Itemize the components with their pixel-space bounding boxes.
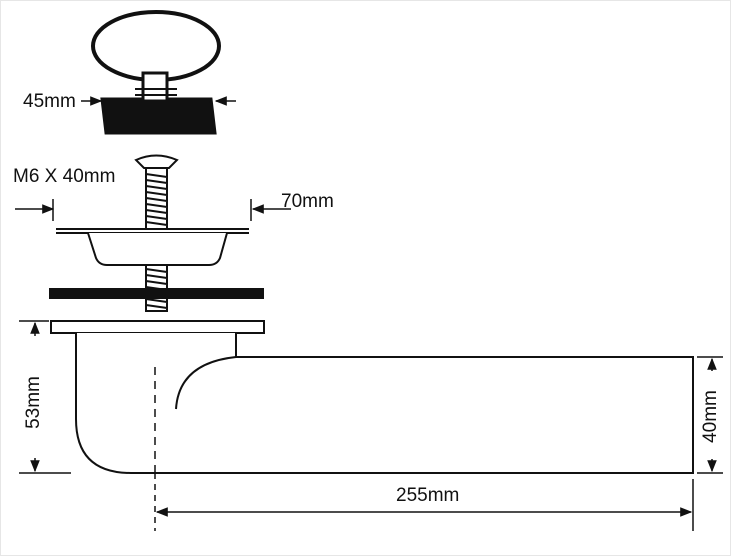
outlet-curve <box>175 356 237 410</box>
flange-dimension <box>15 199 291 221</box>
plug-stem-pin <box>135 88 177 96</box>
plug-assembly <box>91 10 221 135</box>
plug-ring <box>91 10 221 82</box>
grate-flange <box>56 228 249 266</box>
rubber-washer <box>49 288 264 299</box>
plug-stem <box>141 71 169 103</box>
waste-body <box>75 333 694 474</box>
height-label: 53mm <box>22 376 44 429</box>
outlet-length-label: 255mm <box>396 485 460 506</box>
bolt-size-label: M6 X 40mm <box>13 166 116 187</box>
bolt-thread-lower <box>145 262 168 312</box>
plug-stopper <box>100 97 217 135</box>
bolt-thread-upper <box>145 167 168 230</box>
body-flange <box>50 320 265 334</box>
outlet-height-label: 40mm <box>699 390 721 443</box>
bolt-head <box>134 154 179 169</box>
length-dimension <box>154 473 694 531</box>
flange-diameter-label: 70mm <box>281 191 334 212</box>
plug-diameter-label: 45mm <box>23 91 76 112</box>
grate-cup <box>87 232 228 266</box>
height-dimension <box>19 320 71 474</box>
outlet-height-dimension <box>697 356 723 474</box>
